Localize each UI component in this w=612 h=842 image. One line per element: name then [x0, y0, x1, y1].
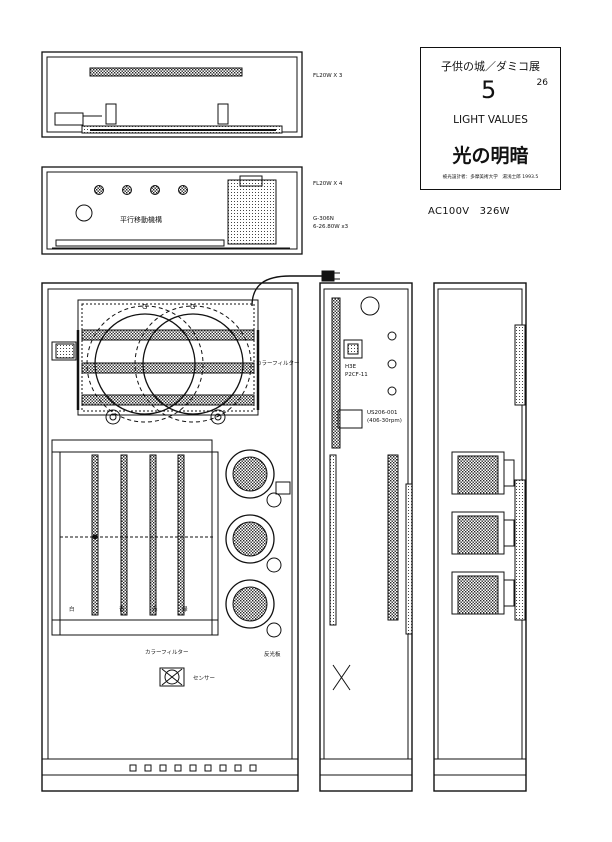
title-block-title: 子供の城／ダミコ展 [441, 60, 540, 73]
top-lamp-label: FL20W X 3 [313, 73, 343, 79]
title-block-credit: 被光設計者：多摩美術大学 湯浅士郎 1993.5 [442, 175, 539, 180]
switch-model-label: P2CF-11 [345, 372, 368, 378]
title-block-number: 5 [481, 76, 497, 104]
title-block-sub-number: 26 [536, 78, 548, 88]
mechanism-label: 平行移動機構 [120, 216, 162, 224]
circle-mark-1: G [142, 303, 148, 311]
color-filter-bottom-label: カラーフィルター [145, 650, 189, 656]
top-plan-view-2 [41, 166, 303, 255]
circle-mark-2: G [190, 303, 196, 311]
side-elevation-1 [319, 282, 413, 792]
center-label: センサー [193, 676, 216, 682]
title-block: 子供の城／ダミコ展 5 26 LIGHT VALUES 光の明暗 被光設計者：多… [420, 47, 561, 190]
motor-rpm-label: (406-30rpm) [367, 418, 402, 424]
slot-label-2: 青 [119, 607, 125, 613]
front-elevation [41, 270, 340, 792]
title-block-japanese-title: 光の明暗 [452, 145, 529, 167]
reflector-label: 反光板 [264, 652, 281, 658]
slot-label-1: 白 [69, 607, 75, 613]
mid-lamp-label: FL20W X 4 [313, 181, 343, 187]
motor-side-label: US206-001 [367, 410, 398, 416]
motor-model-label: G-306N [313, 216, 334, 222]
slot-label-3: 赤 [152, 607, 158, 613]
title-block-english-title: LIGHT VALUES [453, 114, 528, 126]
top-plan-view-1 [41, 51, 303, 138]
power-spec: AC100V 326W [428, 206, 510, 217]
side-elevation-2 [433, 282, 527, 792]
switch-label: H3E [345, 364, 357, 370]
slot-label-4: 緑 [182, 607, 188, 613]
motor-spec-label: 6-26.80W x3 [313, 224, 349, 230]
color-filter-top-label: カラーフィルター [256, 361, 300, 367]
